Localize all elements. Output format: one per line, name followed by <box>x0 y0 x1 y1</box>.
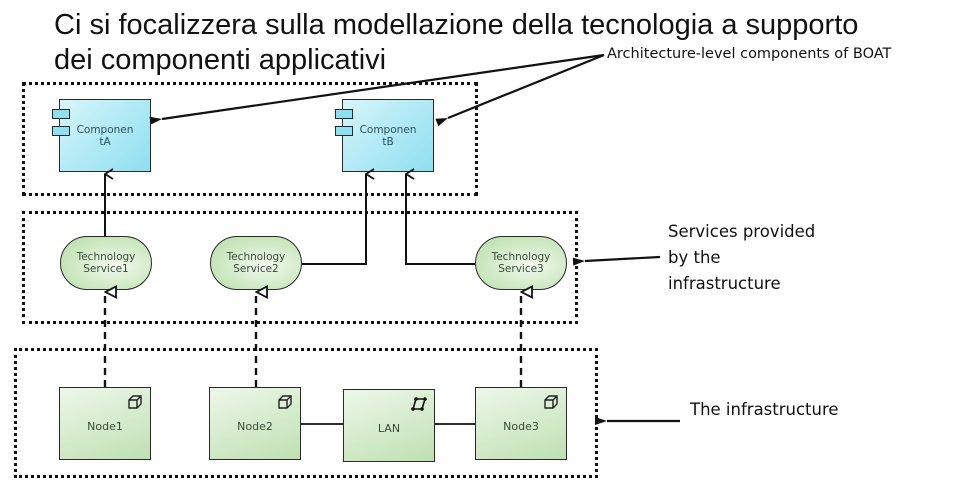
component-icon <box>335 126 353 136</box>
service-label-line-2: Service2 <box>233 263 279 275</box>
service-label: Technology Service3 <box>476 251 566 275</box>
component-icon <box>335 109 353 119</box>
component-label-line-1: Componen <box>76 124 134 136</box>
infrastructure-layer-frame <box>14 348 598 478</box>
slide-title: Ci si focalizzera sulla modellazione del… <box>54 8 858 78</box>
component-b[interactable]: Componen tB <box>335 99 434 172</box>
service-layer-frame <box>22 211 578 324</box>
node-cube-icon <box>278 395 292 409</box>
node-2[interactable]: Node2 <box>209 387 301 460</box>
annotation-infrastructure: The infrastructure <box>690 400 839 419</box>
annotation-services-line-1: Services provided <box>668 222 816 241</box>
component-icon <box>52 126 70 136</box>
annotation-services-line-3: infrastructure <box>668 274 781 293</box>
node-label: Node3 <box>503 420 539 433</box>
technology-service-1[interactable]: Technology Service1 <box>60 236 152 290</box>
service-label-line-2: Service1 <box>83 263 129 275</box>
component-icon <box>52 109 70 119</box>
component-label-line-2: tA <box>99 136 111 148</box>
service-label: Technology Service1 <box>61 251 151 275</box>
service-label-line-1: Technology <box>226 251 286 263</box>
title-line-1: Ci si focalizzera sulla modellazione del… <box>54 9 859 41</box>
service-label-line-2: Service3 <box>498 263 544 275</box>
service-label: Technology Service2 <box>211 251 301 275</box>
technology-service-3[interactable]: Technology Service3 <box>475 236 567 290</box>
node-label: LAN <box>377 422 401 435</box>
node-cube-icon <box>128 395 142 409</box>
component-label: Componen tA <box>60 124 150 148</box>
annotation-architecture: Architecture-level components of BOAT <box>607 46 892 62</box>
service-label-line-1: Technology <box>76 251 136 263</box>
node-3[interactable]: Node3 <box>475 387 567 460</box>
node-label: Node2 <box>237 420 273 433</box>
node-cube-icon <box>544 395 558 409</box>
annotation-services-line-2: by the <box>668 248 721 267</box>
lan-network[interactable]: LAN <box>343 389 435 462</box>
component-label-line-2: tB <box>382 136 394 148</box>
node-label: Node1 <box>87 420 123 433</box>
technology-service-2[interactable]: Technology Service2 <box>210 236 302 290</box>
network-icon <box>411 397 427 411</box>
annotation-arrow-to-services <box>572 255 661 266</box>
annotation-services: Services provided by the infrastructure <box>668 219 815 297</box>
component-label: Componen tB <box>343 124 433 148</box>
component-label-line-1: Componen <box>359 124 417 136</box>
service-label-line-1: Technology <box>491 251 551 263</box>
node-1[interactable]: Node1 <box>59 387 151 460</box>
component-a[interactable]: Componen tA <box>52 99 151 172</box>
